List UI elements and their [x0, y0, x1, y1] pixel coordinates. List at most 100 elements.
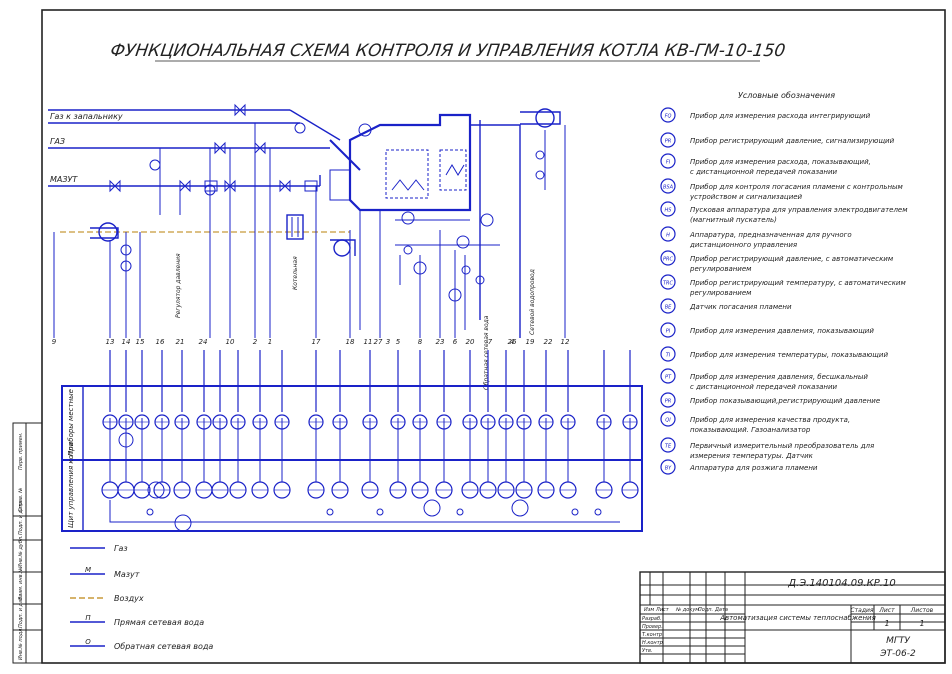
stamp-org: МГТУ [886, 636, 910, 646]
board-instrument-icon [423, 499, 441, 517]
side-stamp-label: Справ. № [18, 488, 24, 512]
filter-block [286, 214, 304, 240]
side-stamp-label: Взам. инв.№ [18, 568, 24, 600]
line-number: 12 [561, 338, 570, 346]
side-stamp-label: Подп. и дата [18, 501, 24, 535]
line-number: 14 [122, 338, 131, 346]
control-node-icon [594, 508, 602, 516]
legend-code: PR [665, 139, 672, 145]
label-water-return: Обратная сетевая вода [483, 315, 490, 390]
legend-symbol-icon [660, 411, 676, 427]
line-number: 1 [268, 338, 272, 346]
line-legend-text: Мазут [114, 570, 140, 579]
board-instrument-icon [147, 481, 165, 499]
line-legend-mark: М [85, 566, 91, 574]
fan-left [90, 222, 119, 242]
stamp-sheets: 1 [919, 619, 924, 628]
legend-text: с дистанционной передачей показании [690, 168, 838, 176]
legend-text: Прибор для измерения качества продукта, [690, 416, 850, 424]
legend-text: регулированием [689, 265, 752, 273]
legend-symbol-icon [660, 346, 676, 362]
legend-symbol-icon [660, 298, 676, 314]
stamp-stage-hdr: Стадия [850, 607, 873, 614]
stamp-role: Т.контр. [642, 632, 664, 638]
line-number: 19 [526, 338, 535, 346]
side-stamp-label: Инв.№ подл. [18, 627, 24, 660]
legend-code: TE [665, 444, 672, 450]
line-number: 6 [453, 338, 458, 346]
stamp-column: Изм [644, 607, 654, 613]
control-node-icon [456, 508, 464, 516]
legend-text: устройством и сигнализацией [689, 193, 803, 201]
legend-code: BY [665, 466, 672, 472]
line-number: 11 [364, 338, 373, 346]
legend-code: FI [666, 160, 671, 166]
legend-code: FQ [665, 114, 672, 120]
legend-code: BE [665, 305, 672, 311]
pipelines [48, 103, 351, 338]
legend-text: Прибор для контроля погасания пламени с … [690, 183, 904, 191]
legend-code: PT [665, 375, 672, 381]
legend-text: (магнитный пускатель) [690, 216, 777, 224]
stamp-column: Дата [714, 607, 728, 613]
legend-text: Аппаратура для розжига пламени [689, 464, 818, 472]
line-number: 18 [346, 338, 355, 346]
stamp-column: № докум. [675, 607, 701, 613]
control-panel [61, 385, 643, 532]
legend-text: Датчик погасания пламени [689, 303, 792, 311]
line-number: 3 [386, 338, 390, 346]
legend-symbol-icon [660, 178, 676, 194]
stamp-role: Утв. [642, 648, 653, 654]
line-number: 7 [488, 338, 493, 346]
side-stamp-label: Перв. примен. [18, 432, 24, 470]
panel-cables [109, 350, 631, 482]
pipe-label-gas-ignition: Газ к запальнику [50, 112, 123, 121]
smoke-exhauster [330, 239, 356, 257]
line-number: 24 [199, 338, 208, 346]
line-number: 10 [226, 338, 235, 346]
legend-text: дистанционного управления [689, 241, 797, 249]
side-stamp-label: Инв.№ дубл. [18, 535, 24, 568]
legend-text: Прибор показывающий,регистрирующий давле… [690, 397, 880, 405]
legend-code: PR [665, 399, 672, 405]
line-number: 2 [253, 338, 258, 346]
legend-text: Прибор для измерения расхода интегрирующ… [690, 112, 871, 120]
line-number: 22 [544, 338, 553, 346]
legend-text: регулированием [689, 289, 752, 297]
control-node-icon [326, 508, 334, 516]
panel-instruments [101, 414, 639, 532]
line-number: 26 [508, 338, 517, 346]
line-number: 20 [466, 338, 475, 346]
legend-text: Прибор регистрирующий давление, сигнализ… [690, 137, 895, 145]
legend-text: Прибор регистрирующий температуру, с авт… [690, 279, 906, 287]
legend-symbol-icon [660, 459, 676, 475]
label-boiler: Котельная [292, 256, 299, 290]
line-number: 16 [156, 338, 165, 346]
local-instrument-icon [118, 432, 134, 448]
line-number: 17 [312, 338, 321, 346]
legend-symbol-icon [660, 274, 676, 290]
line-legend-text: Воздух [114, 594, 144, 603]
valve-group [109, 103, 291, 193]
line-legend-text: Обратная сетевая вода [114, 642, 213, 651]
legend-symbol-icon [660, 250, 676, 266]
legend-symbol-icon [660, 437, 676, 453]
stamp-role: Разраб. [642, 616, 662, 622]
legend-text: Первичный измерительный преобразователь … [690, 442, 874, 450]
line-number: 13 [106, 338, 115, 346]
label-reg-pressure: Регулятор давления [175, 253, 182, 318]
stamp-role: Провер. [642, 624, 663, 630]
line-number: 5 [396, 338, 401, 346]
legend-symbol-icon [660, 322, 676, 338]
legend-code: QI [665, 418, 671, 424]
stamp-role: Н.контр. [642, 640, 664, 646]
legend-code: PRC [663, 257, 673, 263]
stamp-sheet: 1 [884, 619, 889, 628]
stamp-column: Лист [655, 607, 670, 613]
control-node-icon [146, 508, 154, 516]
